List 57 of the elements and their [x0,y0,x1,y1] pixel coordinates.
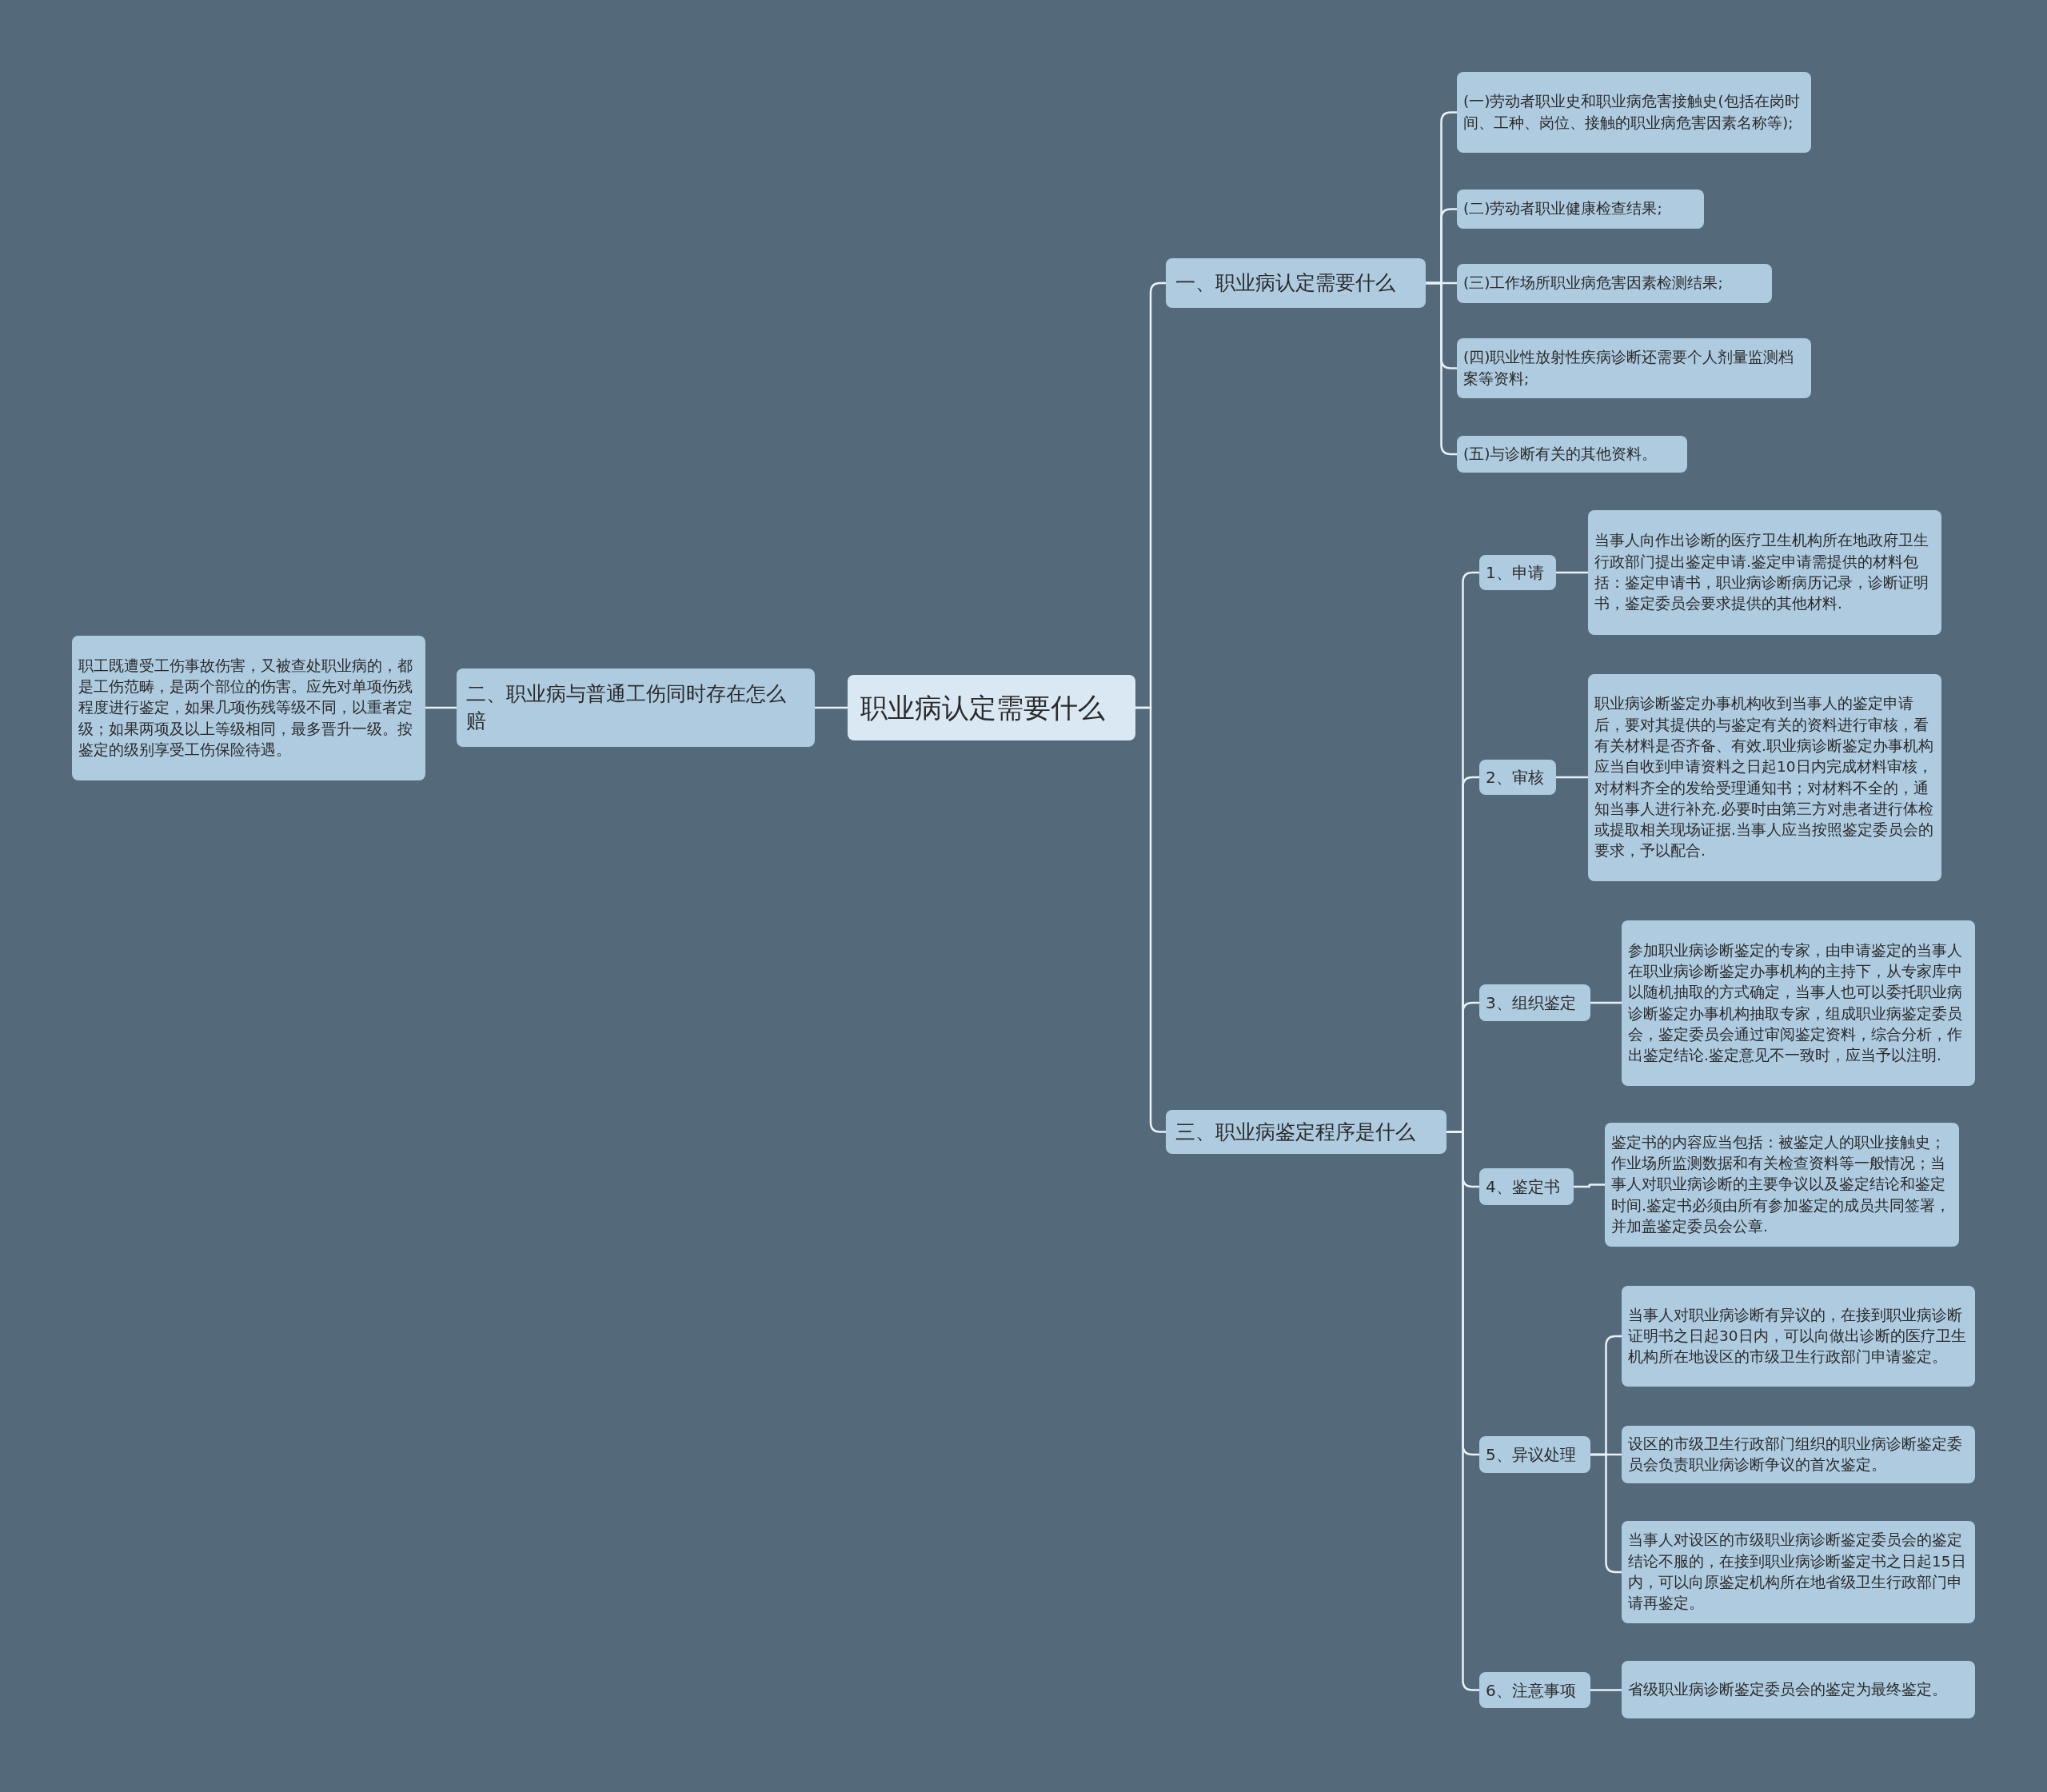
connector-line [1556,571,1588,574]
node-text: 当事人对设区的市级职业病诊断鉴定委员会的鉴定结论不服的，在接到职业病诊断鉴定书之日起15日内，可以向原鉴定机构所在地省级卫生行政部门申请再鉴定。 [1628,1531,1967,1614]
subtopic-box [1479,760,1556,795]
detail-box [1588,510,1941,635]
node-text: 5、异议处理 [1486,1444,1577,1466]
connector-line [1590,1453,1622,1574]
node-text: 3、组织鉴定 [1486,992,1577,1014]
detail-box [1457,190,1704,229]
node-text: 当事人对职业病诊断有异议的，在接到职业病诊断证明书之日起30日内，可以向做出诊断的医疗卫生机构所在地设区的市级卫生行政部门申请鉴定。 [1628,1305,1967,1367]
subtopic-box [1479,984,1590,1021]
subtopic-box [1479,1168,1574,1205]
subtopic-box [1479,555,1556,590]
connector-line [815,706,848,709]
detail-box [1622,1286,1975,1387]
node-text: 6、注意事项 [1486,1679,1577,1702]
root-topic-box [848,675,1135,740]
node-text: (一)劳动者职业史和职业病危害接触史(包括在岗时间、工种、岗位、接触的职业病危害因素名称等); [1463,92,1801,133]
node-text: 1、申请 [1486,562,1545,584]
node-text: 职工既遭受工伤事故伤害，又被查处职业病的，都是工伤范畴，是两个部位的伤害。应先对单项伤残程度进行鉴定，如果几项伤残等级不同，以重者定级；如果两项及以上等级相同，最多晋升一级。按鉴定的级别享受工伤保险待遇。 [78,656,413,760]
detail-box [1457,72,1811,153]
detail-box [1622,1426,1975,1483]
connector-line [1590,1001,1622,1004]
node-text: 二、职业病与普通工伤同时存在怎么赔 [466,681,787,734]
detail-box [1457,264,1772,303]
node-text: 鉴定书的内容应当包括：被鉴定人的职业接触史；作业场所监测数据和有关检查资料等一般情况；当事人对职业病诊断的主要争议以及鉴定结论和鉴定时间.鉴定书必须由所有参加鉴定的成员共同签署，并加盖鉴定委员会公章. [1611,1132,1951,1236]
detail-box [1457,338,1811,398]
topic-box [1166,1110,1446,1154]
node-text: 三、职业病鉴定程序是什么 [1175,1119,1416,1145]
topic-box [1166,258,1426,308]
connector-line [425,706,457,709]
detail-box [1622,920,1975,1086]
node-text: 当事人向作出诊断的医疗卫生机构所在地政府卫生行政部门提出鉴定申请.鉴定申请需提供的材料包括：鉴定申请书，职业病诊断病历记录，诊断证明书，鉴定委员会要求提供的其他材料. [1594,531,1929,614]
topic-box [457,669,815,747]
subtopic-box [1479,1436,1590,1473]
detail-box [1588,674,1941,881]
node-text: 职业病认定需要什么 [860,690,1106,725]
connector-line [1426,281,1457,456]
detail-box [72,636,425,780]
detail-box [1622,1521,1975,1623]
node-text: 设区的市级卫生行政部门组织的职业病诊断鉴定委员会负责职业病诊断争议的首次鉴定。 [1628,1434,1963,1475]
node-text: (二)劳动者职业健康检查结果; [1463,199,1663,219]
subtopic-box [1479,1672,1590,1708]
connector-line [1574,1183,1605,1188]
node-text: (四)职业性放射性疾病诊断还需要个人剂量监测档案等资料; [1463,348,1795,389]
connector-line [1590,1689,1622,1691]
detail-box [1605,1123,1959,1247]
node-text: (三)工作场所职业病危害因素检测结果; [1463,273,1724,293]
node-text: 职业病诊断鉴定办事机构收到当事人的鉴定申请后，要对其提供的与鉴定有关的资料进行审核，看有关材料是否齐备、有效.职业病诊断鉴定办事机构应当自收到申请资料之日起10日内完成材料审核，对材料齐全的发给受理通知书；对材料不全的，通知当事人进行补充.必要时由第三方对患者进行体检或提取相关现场证据.当事人应当按照鉴定委员会的要求，予以配合. [1594,694,1934,861]
node-text: 参加职业病诊断鉴定的专家，由申请鉴定的当事人在职业病诊断鉴定办事机构的主持下，从专家库中以随机抽取的方式确定，当事人也可以委托职业病诊断鉴定办事机构抽取专家，组成职业病鉴定委员会，鉴定委员会通过审阅鉴定资料，综合分析，作出鉴定结论.鉴定意见不一致时，应当予以注明. [1628,940,1963,1066]
node-text: 省级职业病诊断鉴定委员会的鉴定为最终鉴定。 [1628,1679,1948,1699]
node-text: 2、审核 [1486,767,1545,788]
node-text: 4、鉴定书 [1486,1176,1561,1198]
node-text: (五)与诊断有关的其他资料。 [1463,444,1658,464]
connector-line [1556,776,1588,779]
detail-box [1457,436,1687,473]
node-text: 一、职业病认定需要什么 [1175,270,1396,297]
detail-box [1622,1661,1975,1718]
